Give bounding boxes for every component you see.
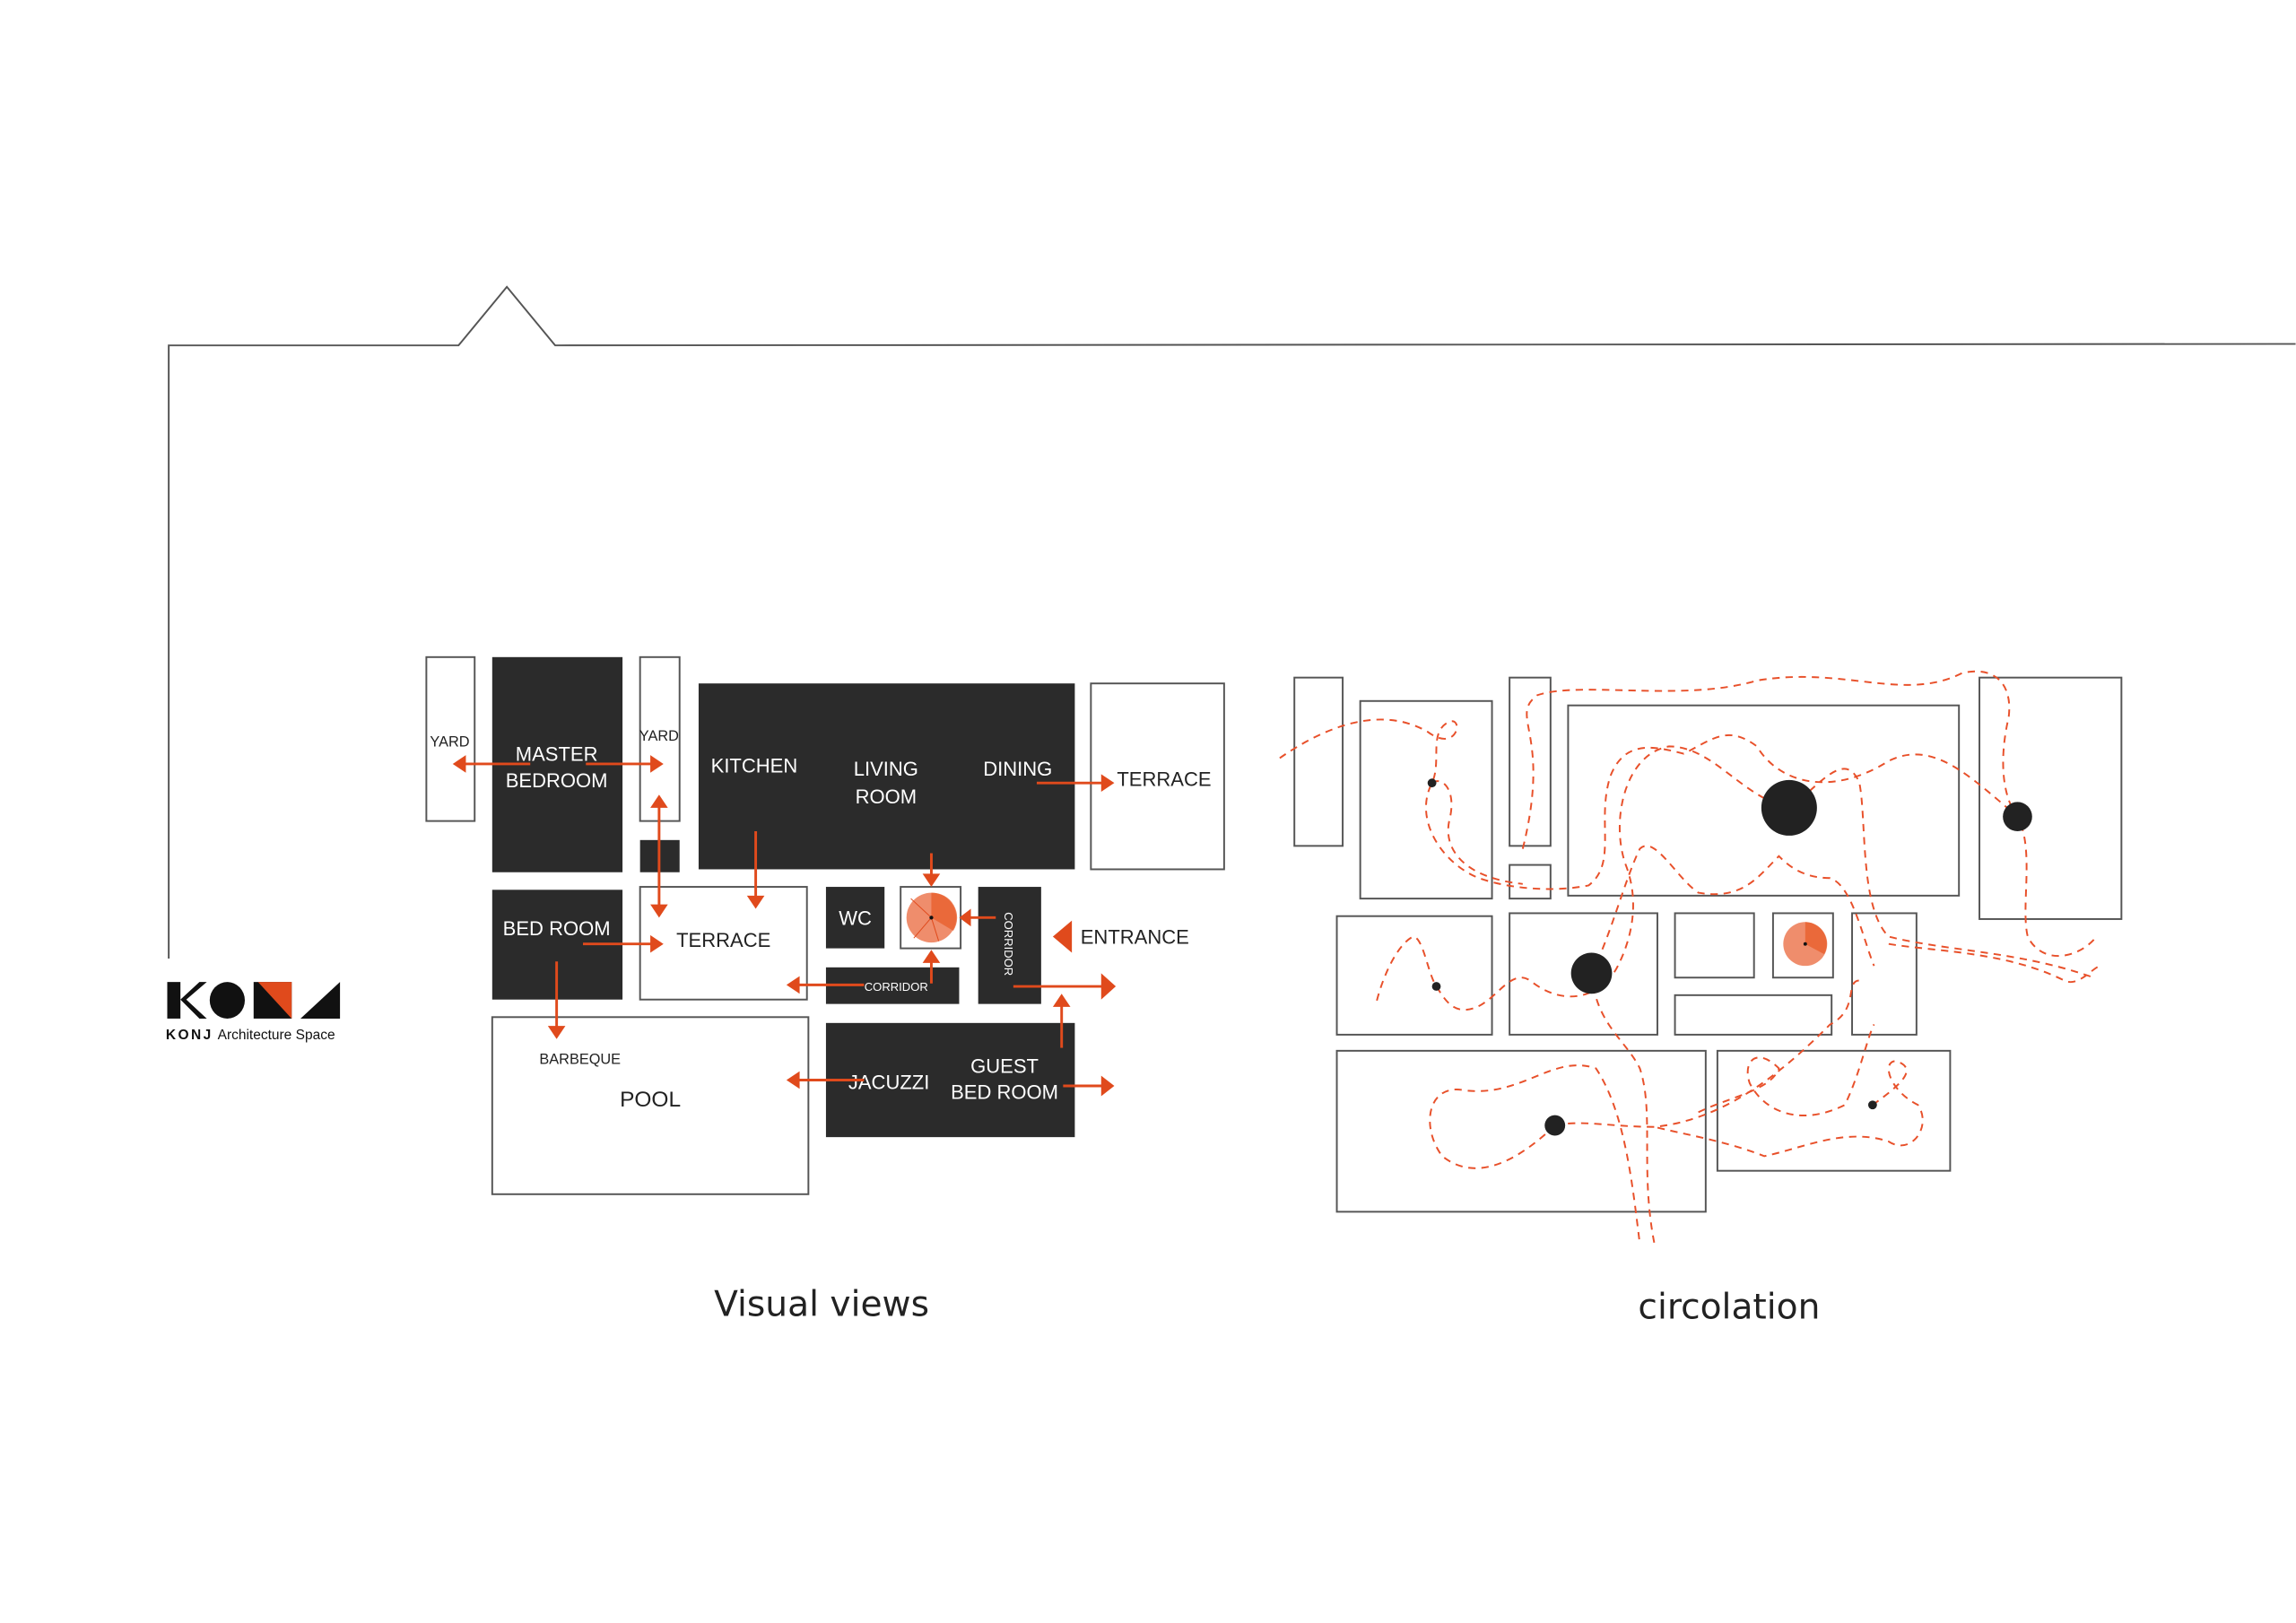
label-guest-bedroom: BED ROOM [951, 1081, 1058, 1104]
label-yard-right: YARD [639, 728, 679, 744]
circ-room [1716, 1049, 1952, 1172]
viewpoint-dot [1544, 1115, 1566, 1136]
corridor-vertical-room [978, 887, 1041, 1004]
label-kitchen: KITCHEN [711, 755, 798, 777]
label-guest: GUEST [970, 1055, 1039, 1077]
label-terrace-right: TERRACE [1117, 768, 1211, 790]
label-barbeque: BARBEQUE [539, 1052, 621, 1068]
terrace-mid-room [639, 886, 808, 1001]
label-master: MASTER [516, 743, 598, 766]
caption-circulation: circolation [1638, 1288, 1820, 1328]
circulation-plan [1279, 670, 2123, 1245]
stair-circle-icon [906, 892, 958, 943]
label-jacuzzi: JACUZZI [848, 1071, 930, 1093]
label-living: LIVING [854, 758, 918, 780]
viewpoint-dot [1761, 779, 1817, 836]
jacuzzi-guest-bedroom-room [825, 1022, 1075, 1138]
viewpoint-dot [2003, 802, 2032, 832]
pool-area [491, 1016, 810, 1195]
label-yard-left: YARD [430, 733, 469, 750]
circ-room [1335, 915, 1493, 1036]
label-entrance: ENTRANCE [1081, 926, 1189, 949]
entrance-arrow-icon [1052, 920, 1073, 953]
label-room: ROOM [856, 785, 918, 808]
visual-views-plan: YARD MASTER BEDROOM YARD KITCHEN LIVING … [425, 655, 1225, 1195]
label-pool: POOL [620, 1088, 681, 1112]
label-bedroom: BEDROOM [506, 769, 608, 792]
circ-room [1674, 912, 1755, 979]
yard-left-room [425, 655, 476, 822]
circ-stair-circle-icon [1783, 922, 1828, 967]
label-terrace-mid: TERRACE [676, 929, 770, 951]
circ-room [1335, 1049, 1707, 1213]
viewpoint-dot [1867, 1100, 1877, 1110]
wc-room [825, 887, 885, 949]
view-arrows [452, 755, 1117, 1097]
label-corridor-horizontal: CORRIDOR [865, 980, 928, 994]
label-dining: DINING [983, 758, 1052, 780]
viewpoint-dot [1570, 952, 1613, 994]
label-wc: WC [839, 907, 872, 929]
kitchen-living-dining-room [698, 683, 1075, 870]
frame-roof-line [168, 285, 2296, 959]
circ-room [1979, 676, 2123, 920]
circ-room [1509, 864, 1552, 900]
circ-room [1674, 994, 1833, 1036]
viewpoint-dot [1431, 982, 1441, 991]
caption-visual-views: Visual views [714, 1284, 929, 1324]
yard-right-room [639, 655, 681, 822]
circ-room [1851, 912, 1918, 1036]
circ-room [1293, 676, 1344, 847]
circulation-paths [1279, 670, 2101, 1245]
label-bed-room: BED ROOM [503, 917, 611, 940]
terrace-right-room [1090, 682, 1225, 871]
viewpoint-dot [1427, 778, 1437, 788]
label-corridor-vertical: CORRIDOR [1002, 912, 1015, 976]
